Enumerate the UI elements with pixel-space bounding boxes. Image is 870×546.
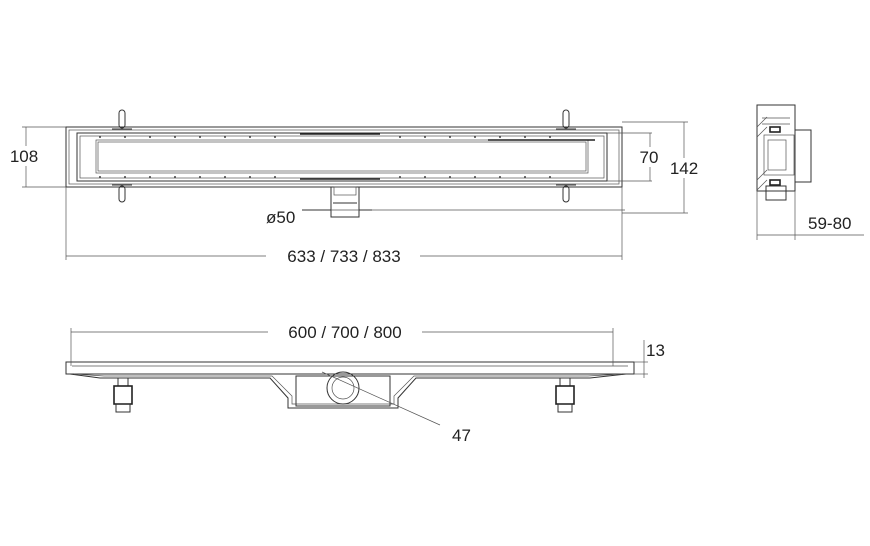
dim-height-108: 108 xyxy=(10,147,38,166)
dim-outlet-height: 47 xyxy=(452,426,471,445)
dim-length-total: 633 / 733 / 833 xyxy=(287,247,400,266)
outlet-pipe xyxy=(330,186,360,218)
mounting-lugs xyxy=(112,109,576,203)
elevation-view: 600 / 700 / 800 13 47 xyxy=(65,321,665,445)
dim-adjust-height: 59-80 xyxy=(808,214,851,233)
adjustable-feet xyxy=(113,377,575,413)
mounting-holes xyxy=(99,136,551,178)
section-view: 59-80 xyxy=(756,104,864,240)
dim-grate-height: 13 xyxy=(646,341,665,360)
dim-width-70: 70 xyxy=(640,148,659,167)
plan-view: 108 70 142 ø50 633 / 733 / 833 xyxy=(4,109,704,267)
dim-length-grate: 600 / 700 / 800 xyxy=(288,323,401,342)
dim-width-142: 142 xyxy=(670,159,698,178)
dim-outlet-diameter: ø50 xyxy=(266,208,295,227)
